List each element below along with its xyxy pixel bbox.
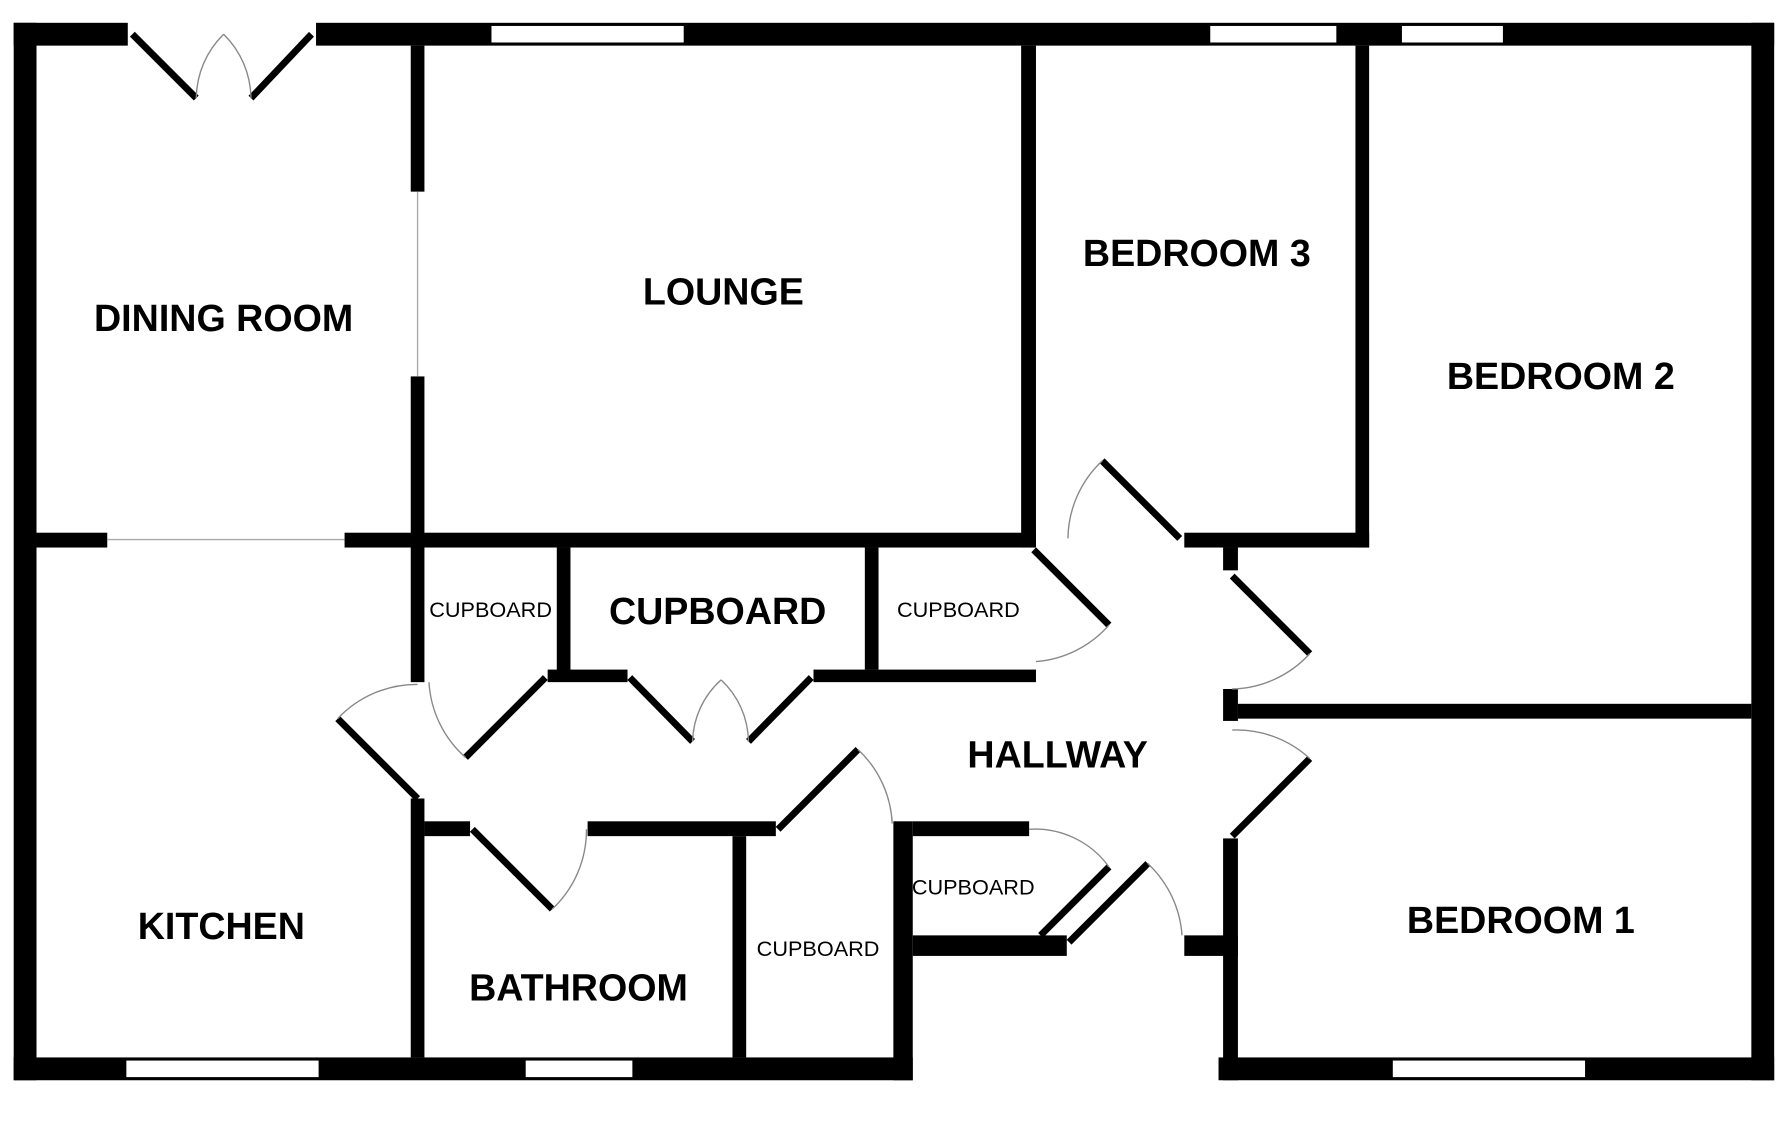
walls <box>13 22 1775 1081</box>
label-hallway: HALLWAY <box>967 734 1148 776</box>
label-bedroom-2: BEDROOM 2 <box>1447 355 1675 397</box>
label-cupboard-hall: CUPBOARD <box>912 874 1035 899</box>
room-labels: DINING ROOM LOUNGE BEDROOM 3 BEDROOM 2 B… <box>94 232 1675 1009</box>
label-cupboard-large: CUPBOARD <box>609 590 826 632</box>
label-lounge: LOUNGE <box>643 271 804 313</box>
label-cupboard-left: CUPBOARD <box>429 597 552 622</box>
label-dining-room: DINING ROOM <box>94 297 353 339</box>
windows <box>124 24 1587 1079</box>
label-bedroom-1: BEDROOM 1 <box>1407 899 1635 941</box>
label-kitchen: KITCHEN <box>138 905 305 947</box>
label-cupboard-right: CUPBOARD <box>897 597 1020 622</box>
label-cupboard-bath: CUPBOARD <box>757 936 880 961</box>
openings <box>107 191 419 541</box>
doors <box>129 31 1313 945</box>
label-bedroom-3: BEDROOM 3 <box>1083 232 1311 274</box>
label-bathroom: BATHROOM <box>469 966 688 1008</box>
